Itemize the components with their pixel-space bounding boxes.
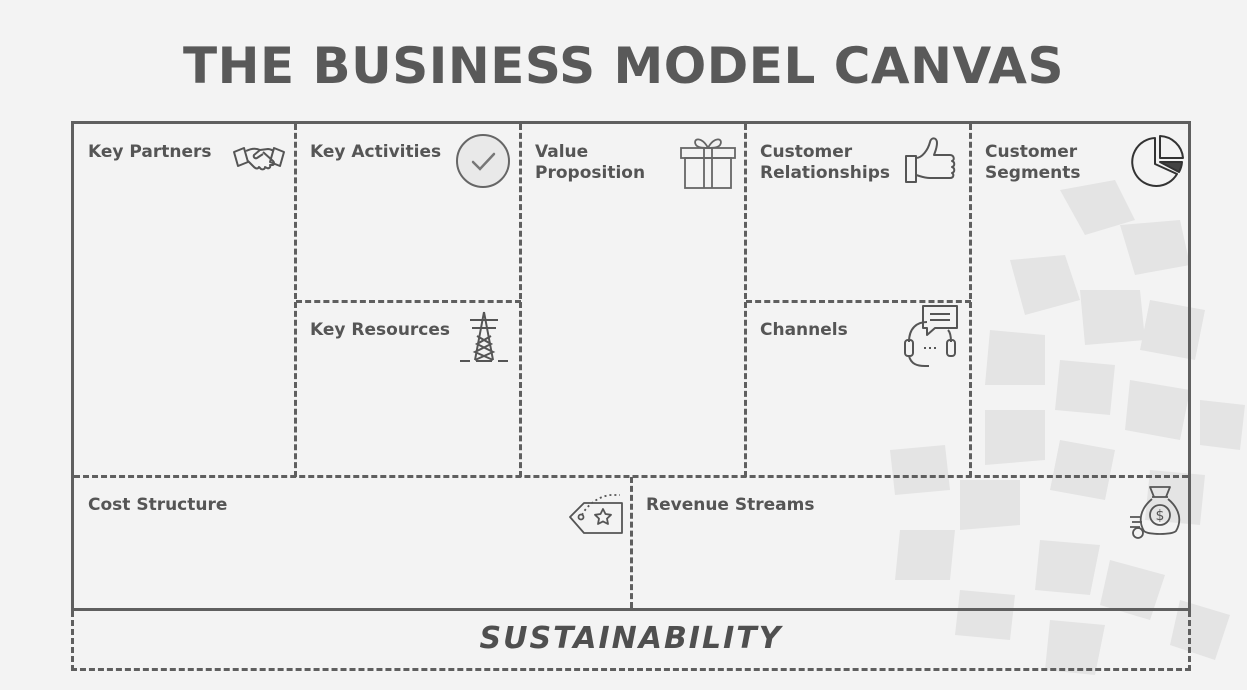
money-bag-icon: $ — [1130, 486, 1181, 539]
power-tower-icon — [460, 311, 508, 362]
thumbs-up-icon — [905, 137, 956, 183]
divider — [744, 124, 747, 477]
page-title: THE BUSINESS MODEL CANVAS — [183, 37, 1064, 95]
gift-box-icon — [680, 138, 736, 189]
price-tag-star-icon — [569, 494, 623, 534]
key-resources-block: Key Resources — [296, 302, 521, 477]
revenue-streams-label: Revenue Streams — [646, 495, 815, 515]
business-model-canvas: Key Partners Key Activities Key Resource… — [71, 121, 1191, 611]
divider — [746, 300, 971, 303]
cost-structure-block: Cost Structure — [74, 477, 632, 611]
sustainability-label: SUSTAINABILITY — [479, 621, 783, 656]
headset-chat-icon — [904, 305, 958, 367]
pie-chart-icon — [1131, 135, 1184, 187]
handshake-icon — [233, 147, 285, 171]
key-partners-block: Key Partners — [74, 124, 296, 477]
customer-segments-label: Customer Segments — [985, 142, 1081, 183]
customer-relationships-block: Customer Relationships — [746, 124, 971, 302]
divider — [294, 124, 297, 477]
checkmark-circle-icon — [456, 134, 510, 188]
svg-text:$: $ — [1156, 508, 1165, 524]
customer-segments-block: Customer Segments — [971, 124, 1191, 477]
cost-structure-label: Cost Structure — [88, 495, 228, 515]
channels-block: Channels — [746, 302, 971, 477]
key-activities-label: Key Activities — [310, 142, 442, 162]
value-proposition-label: Value Proposition — [535, 142, 646, 183]
sustainability-block: SUSTAINABILITY — [71, 611, 1191, 671]
channels-label: Channels — [760, 320, 848, 340]
key-activities-block: Key Activities — [296, 124, 521, 302]
divider — [296, 300, 521, 303]
divider — [74, 475, 1188, 478]
key-resources-label: Key Resources — [310, 320, 451, 340]
key-partners-label: Key Partners — [88, 142, 212, 162]
divider — [630, 477, 633, 608]
revenue-streams-block: Revenue Streams $ — [632, 477, 1191, 611]
customer-relationships-label: Customer Relationships — [760, 142, 890, 183]
value-proposition-block: Value Proposition — [521, 124, 746, 477]
